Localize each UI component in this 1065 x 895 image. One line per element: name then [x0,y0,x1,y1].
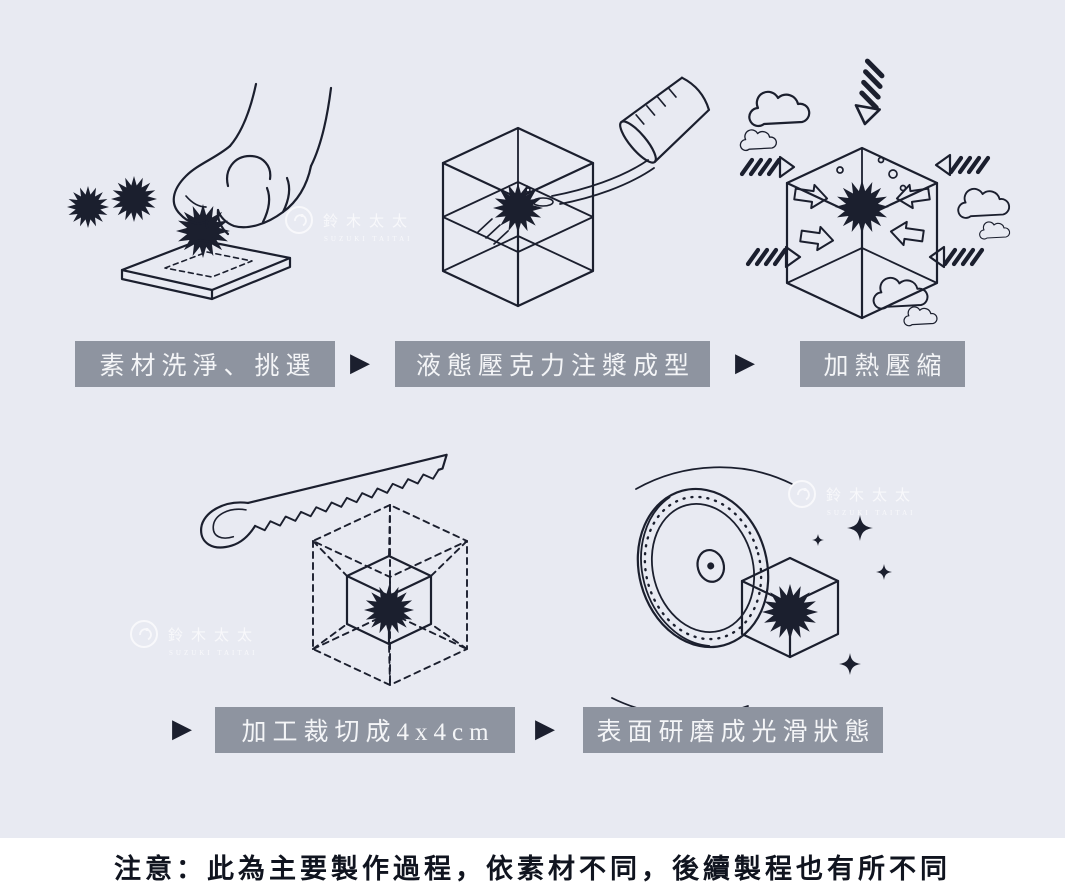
spiky-specimen [762,584,818,640]
step-label-compression: 加熱壓縮 [800,341,965,387]
flow-arrow-icon: ▶ [535,714,555,744]
measuring-cup [619,76,711,164]
press-arrow-icon [936,155,988,175]
press-arrow-icon [742,157,794,177]
mold-cube-wireframe [441,126,595,308]
smoke-puff-icon [979,221,1011,240]
pour-stream [525,159,655,207]
smoke-puff-icon [739,129,777,152]
note-bar: 注意：此為主要製作過程，依素材不同，後續製程也有所不同 [0,838,1065,895]
flow-arrow-icon: ▶ [350,348,370,378]
illustration-heat-compression [739,60,1011,327]
shadow-hatching [477,218,509,245]
step-label-text: 加工裁切成4x4cm [241,719,495,746]
press-arrow-icon [853,60,887,126]
picking-hand [172,82,333,240]
note-text: 注意：此為主要製作過程，依素材不同，後續製程也有所不同 [114,854,951,884]
spiky-specimen [176,204,230,258]
press-arrow-icon [748,247,800,267]
spiky-specimen [111,176,157,222]
spiky-specimen [364,585,414,635]
spiky-specimen [67,186,109,228]
flow-arrow-icon: ▶ [735,348,755,378]
inward-arrow-icon [798,223,836,254]
tray-plate [120,238,292,301]
illustration-material-selection [67,82,333,301]
step-label-text: 液態壓克力注漿成型 [415,353,695,380]
sparkle-icon [839,653,861,675]
step-label-polishing: 表面研磨成光滑狀態 [583,707,883,753]
sparkle-icon [847,515,873,541]
illustration-acrylic-casting [441,76,711,308]
buffing-wheel [636,487,770,649]
sparkle-icon [876,564,892,580]
spiky-specimen [835,180,889,234]
step-label-text: 素材洗淨、挑選 [99,353,317,380]
inward-arrow-icon [792,181,830,212]
step-label-text: 加熱壓縮 [823,353,948,380]
sparkle-icon [812,534,824,546]
illustration-cutting [200,453,468,686]
smoke-puff-icon [957,187,1011,219]
step-label-wash-select: 素材洗淨、挑選 [75,341,335,387]
hand-saw [200,453,448,549]
brand-watermark [285,206,417,244]
smoke-puff-icon [903,306,938,327]
brand-watermark [788,480,920,518]
brand-watermark [130,620,262,658]
smoke-puff-icon [872,276,929,310]
smoke-puff-icon [748,90,811,128]
illustration-polishing [611,466,892,728]
flow-arrow-icon: ▶ [172,714,192,744]
step-label-casting: 液態壓克力注漿成型 [395,341,710,387]
step-label-cutting: 加工裁切成4x4cm [215,707,515,753]
inward-arrow-icon [888,218,926,249]
step-label-text: 表面研磨成光滑狀態 [596,719,876,746]
